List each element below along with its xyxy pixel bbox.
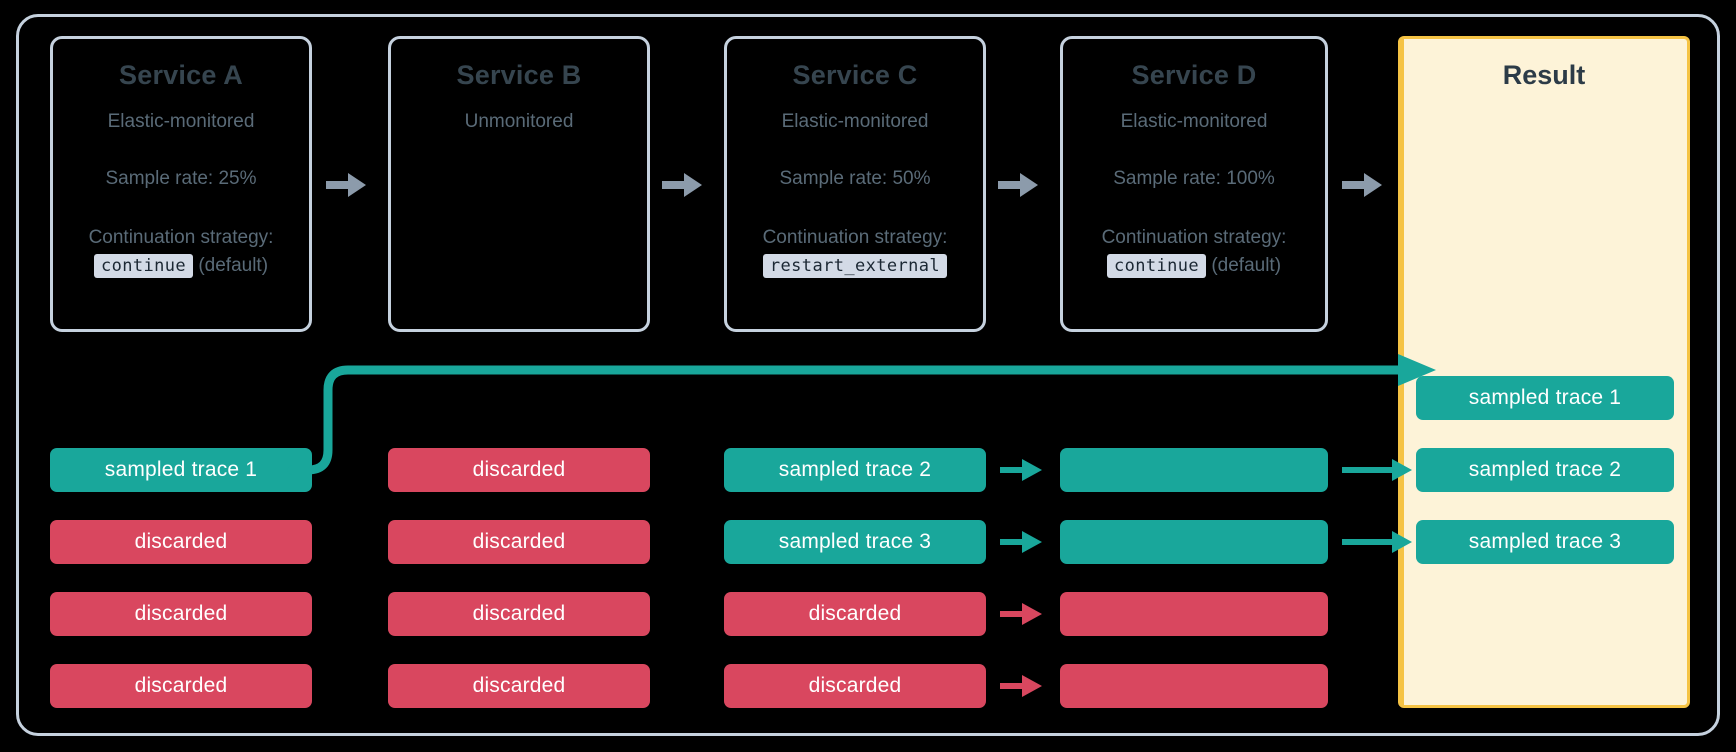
arrow-d2-to-result3-icon bbox=[1342, 531, 1412, 553]
service-d-continuation-label: Continuation strategy: bbox=[1101, 227, 1287, 249]
trace-d-4 bbox=[1060, 664, 1328, 708]
trace-b-1: discarded bbox=[388, 448, 650, 492]
arrow-b-to-c-icon bbox=[662, 173, 702, 197]
service-d-title: Service D bbox=[1131, 60, 1257, 90]
service-d-strategy-note: (default) bbox=[1211, 254, 1282, 276]
service-a-monitoring: Elastic-monitored bbox=[107, 110, 255, 132]
service-c-sample-rate: Sample rate: 50% bbox=[779, 168, 931, 190]
trace-c-3: discarded bbox=[724, 592, 986, 636]
trace-c-1: sampled trace 2 bbox=[724, 448, 986, 492]
service-b-title: Service B bbox=[456, 60, 582, 90]
arrow-c4-to-d4-icon bbox=[1000, 675, 1042, 697]
result-trace-1: sampled trace 1 bbox=[1416, 376, 1674, 420]
arrow-a-to-b-icon bbox=[326, 173, 366, 197]
trace-d-3 bbox=[1060, 592, 1328, 636]
diagram-outer-frame bbox=[16, 14, 1720, 736]
trace-c-2: sampled trace 3 bbox=[724, 520, 986, 564]
trace-a-3: discarded bbox=[50, 592, 312, 636]
arrow-c3-to-d3-icon bbox=[1000, 603, 1042, 625]
arrow-d-to-result-icon bbox=[1342, 173, 1382, 197]
service-a-strategy-line: continue (default) bbox=[53, 253, 309, 278]
service-a-strategy-code: continue bbox=[93, 253, 194, 278]
trace-c-4: discarded bbox=[724, 664, 986, 708]
service-c-monitoring: Elastic-monitored bbox=[781, 110, 929, 132]
service-box-a: Service A Elastic-monitored Sample rate:… bbox=[50, 36, 312, 332]
result-trace-3: sampled trace 3 bbox=[1416, 520, 1674, 564]
service-a-title: Service A bbox=[119, 60, 243, 90]
service-c-title: Service C bbox=[792, 60, 918, 90]
trace-d-1 bbox=[1060, 448, 1328, 492]
service-d-strategy-line: continue (default) bbox=[1063, 253, 1325, 278]
service-box-d: Service D Elastic-monitored Sample rate:… bbox=[1060, 36, 1328, 332]
arrow-d1-to-result2-icon bbox=[1342, 459, 1412, 481]
trace-b-3: discarded bbox=[388, 592, 650, 636]
service-a-continuation-label: Continuation strategy: bbox=[88, 227, 274, 249]
service-d-monitoring: Elastic-monitored bbox=[1120, 110, 1268, 132]
service-a-strategy-note: (default) bbox=[198, 254, 269, 276]
result-title: Result bbox=[1502, 60, 1586, 90]
arrow-c1-to-d1-icon bbox=[1000, 459, 1042, 481]
trace-a-2: discarded bbox=[50, 520, 312, 564]
service-c-continuation-label: Continuation strategy: bbox=[762, 227, 948, 249]
service-d-strategy-code: continue bbox=[1106, 253, 1207, 278]
arrow-a1-to-result1-icon bbox=[287, 354, 1436, 475]
service-c-strategy-code: restart_external bbox=[762, 253, 948, 278]
trace-b-4: discarded bbox=[388, 664, 650, 708]
service-b-monitoring: Unmonitored bbox=[464, 110, 574, 132]
service-c-strategy-line: restart_external bbox=[727, 253, 983, 278]
trace-a-1: sampled trace 1 bbox=[50, 448, 312, 492]
result-panel bbox=[1398, 36, 1690, 708]
trace-a-4: discarded bbox=[50, 664, 312, 708]
service-d-sample-rate: Sample rate: 100% bbox=[1113, 168, 1275, 190]
service-box-b: Service B Unmonitored bbox=[388, 36, 650, 332]
service-box-c: Service C Elastic-monitored Sample rate:… bbox=[724, 36, 986, 332]
arrow-c2-to-d2-icon bbox=[1000, 531, 1042, 553]
result-trace-2: sampled trace 2 bbox=[1416, 448, 1674, 492]
trace-d-2 bbox=[1060, 520, 1328, 564]
service-a-sample-rate: Sample rate: 25% bbox=[105, 168, 257, 190]
arrow-c-to-d-icon bbox=[998, 173, 1038, 197]
trace-b-2: discarded bbox=[388, 520, 650, 564]
